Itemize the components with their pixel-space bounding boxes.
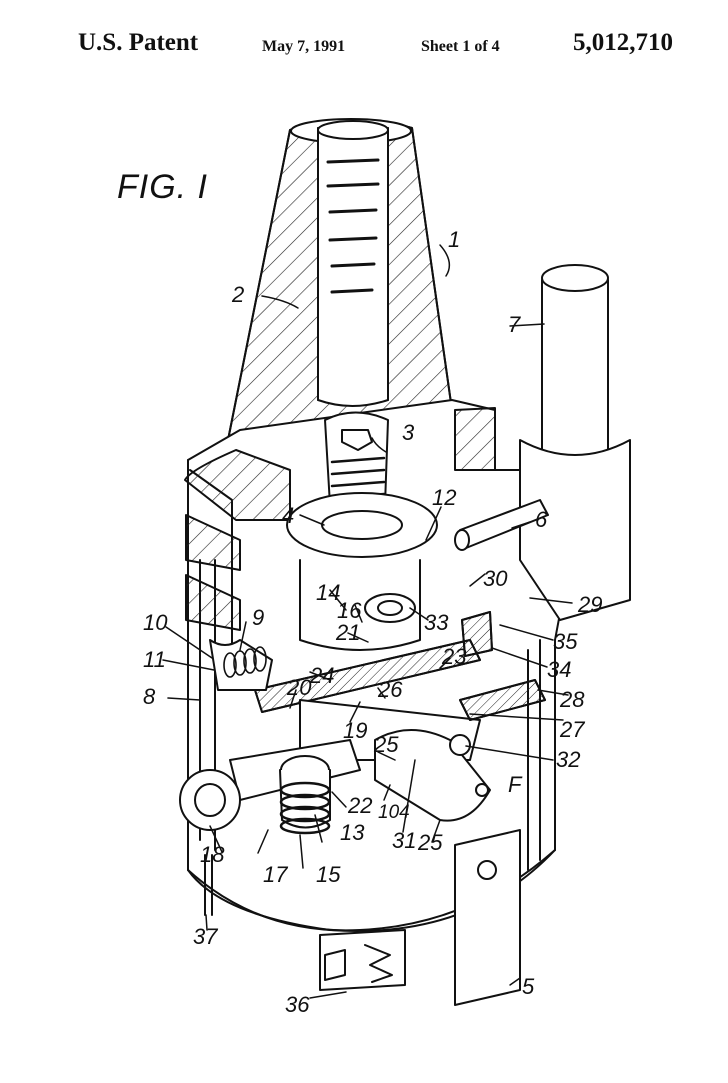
ref-23: 23	[441, 644, 467, 669]
ref-36: 36	[285, 992, 310, 1017]
ref-6: 6	[535, 507, 548, 532]
ref-9: 9	[252, 605, 264, 630]
ref-3: 3	[402, 420, 415, 445]
ref-5: 5	[522, 974, 535, 999]
header-date: May 7, 1991	[262, 38, 346, 55]
ref-17: 17	[263, 862, 288, 887]
tapered-shank	[221, 118, 456, 501]
ref-32: 32	[556, 747, 580, 772]
pin-7	[454, 264, 631, 621]
ref-28: 28	[559, 687, 585, 712]
header-sheet: Sheet 1 of 4	[421, 38, 500, 55]
reference-numerals: 1 2 3 4 5 6 7 8 9 10 11 12 13 14 15 16 1…	[143, 227, 602, 1017]
ref-2: 2	[231, 282, 244, 307]
ref-11: 11	[143, 647, 166, 672]
ref-20: 20	[286, 675, 312, 700]
ref-14: 14	[316, 580, 340, 605]
ref-26: 26	[377, 677, 403, 702]
ref-4: 4	[282, 503, 294, 528]
ref-37: 37	[193, 924, 218, 949]
ref-24: 24	[309, 663, 334, 688]
figure-label: FIG. I	[117, 168, 208, 206]
ref-15: 15	[316, 862, 341, 887]
ref-1: 1	[448, 227, 460, 252]
ref-33: 33	[424, 610, 449, 635]
base-lugs	[204, 829, 521, 1006]
header-patent-number: 5,012,710	[573, 29, 673, 56]
ref-104: 104	[378, 802, 410, 823]
ref-31: 31	[392, 828, 416, 853]
ref-27: 27	[559, 717, 585, 742]
ref-7: 7	[508, 312, 521, 337]
ref-25b: 25	[417, 830, 443, 855]
ref-18: 18	[200, 842, 225, 867]
ref-F: F	[508, 772, 523, 797]
ref-8: 8	[143, 684, 156, 709]
ref-29: 29	[577, 592, 602, 617]
ref-13: 13	[340, 820, 365, 845]
ref-35: 35	[553, 629, 578, 654]
ref-16: 16	[337, 598, 362, 623]
ref-12: 12	[432, 485, 456, 510]
ref-21: 21	[335, 620, 360, 645]
ref-30: 30	[483, 566, 508, 591]
ref-34: 34	[547, 657, 571, 682]
leader-lines	[162, 244, 573, 999]
internal-mechanism	[179, 559, 546, 835]
ref-10: 10	[143, 610, 168, 635]
ref-22: 22	[347, 793, 372, 818]
screw-3	[286, 411, 438, 558]
ref-19: 19	[343, 718, 367, 743]
header-office: U.S. Patent	[78, 29, 199, 56]
ref-25a: 25	[373, 732, 399, 757]
